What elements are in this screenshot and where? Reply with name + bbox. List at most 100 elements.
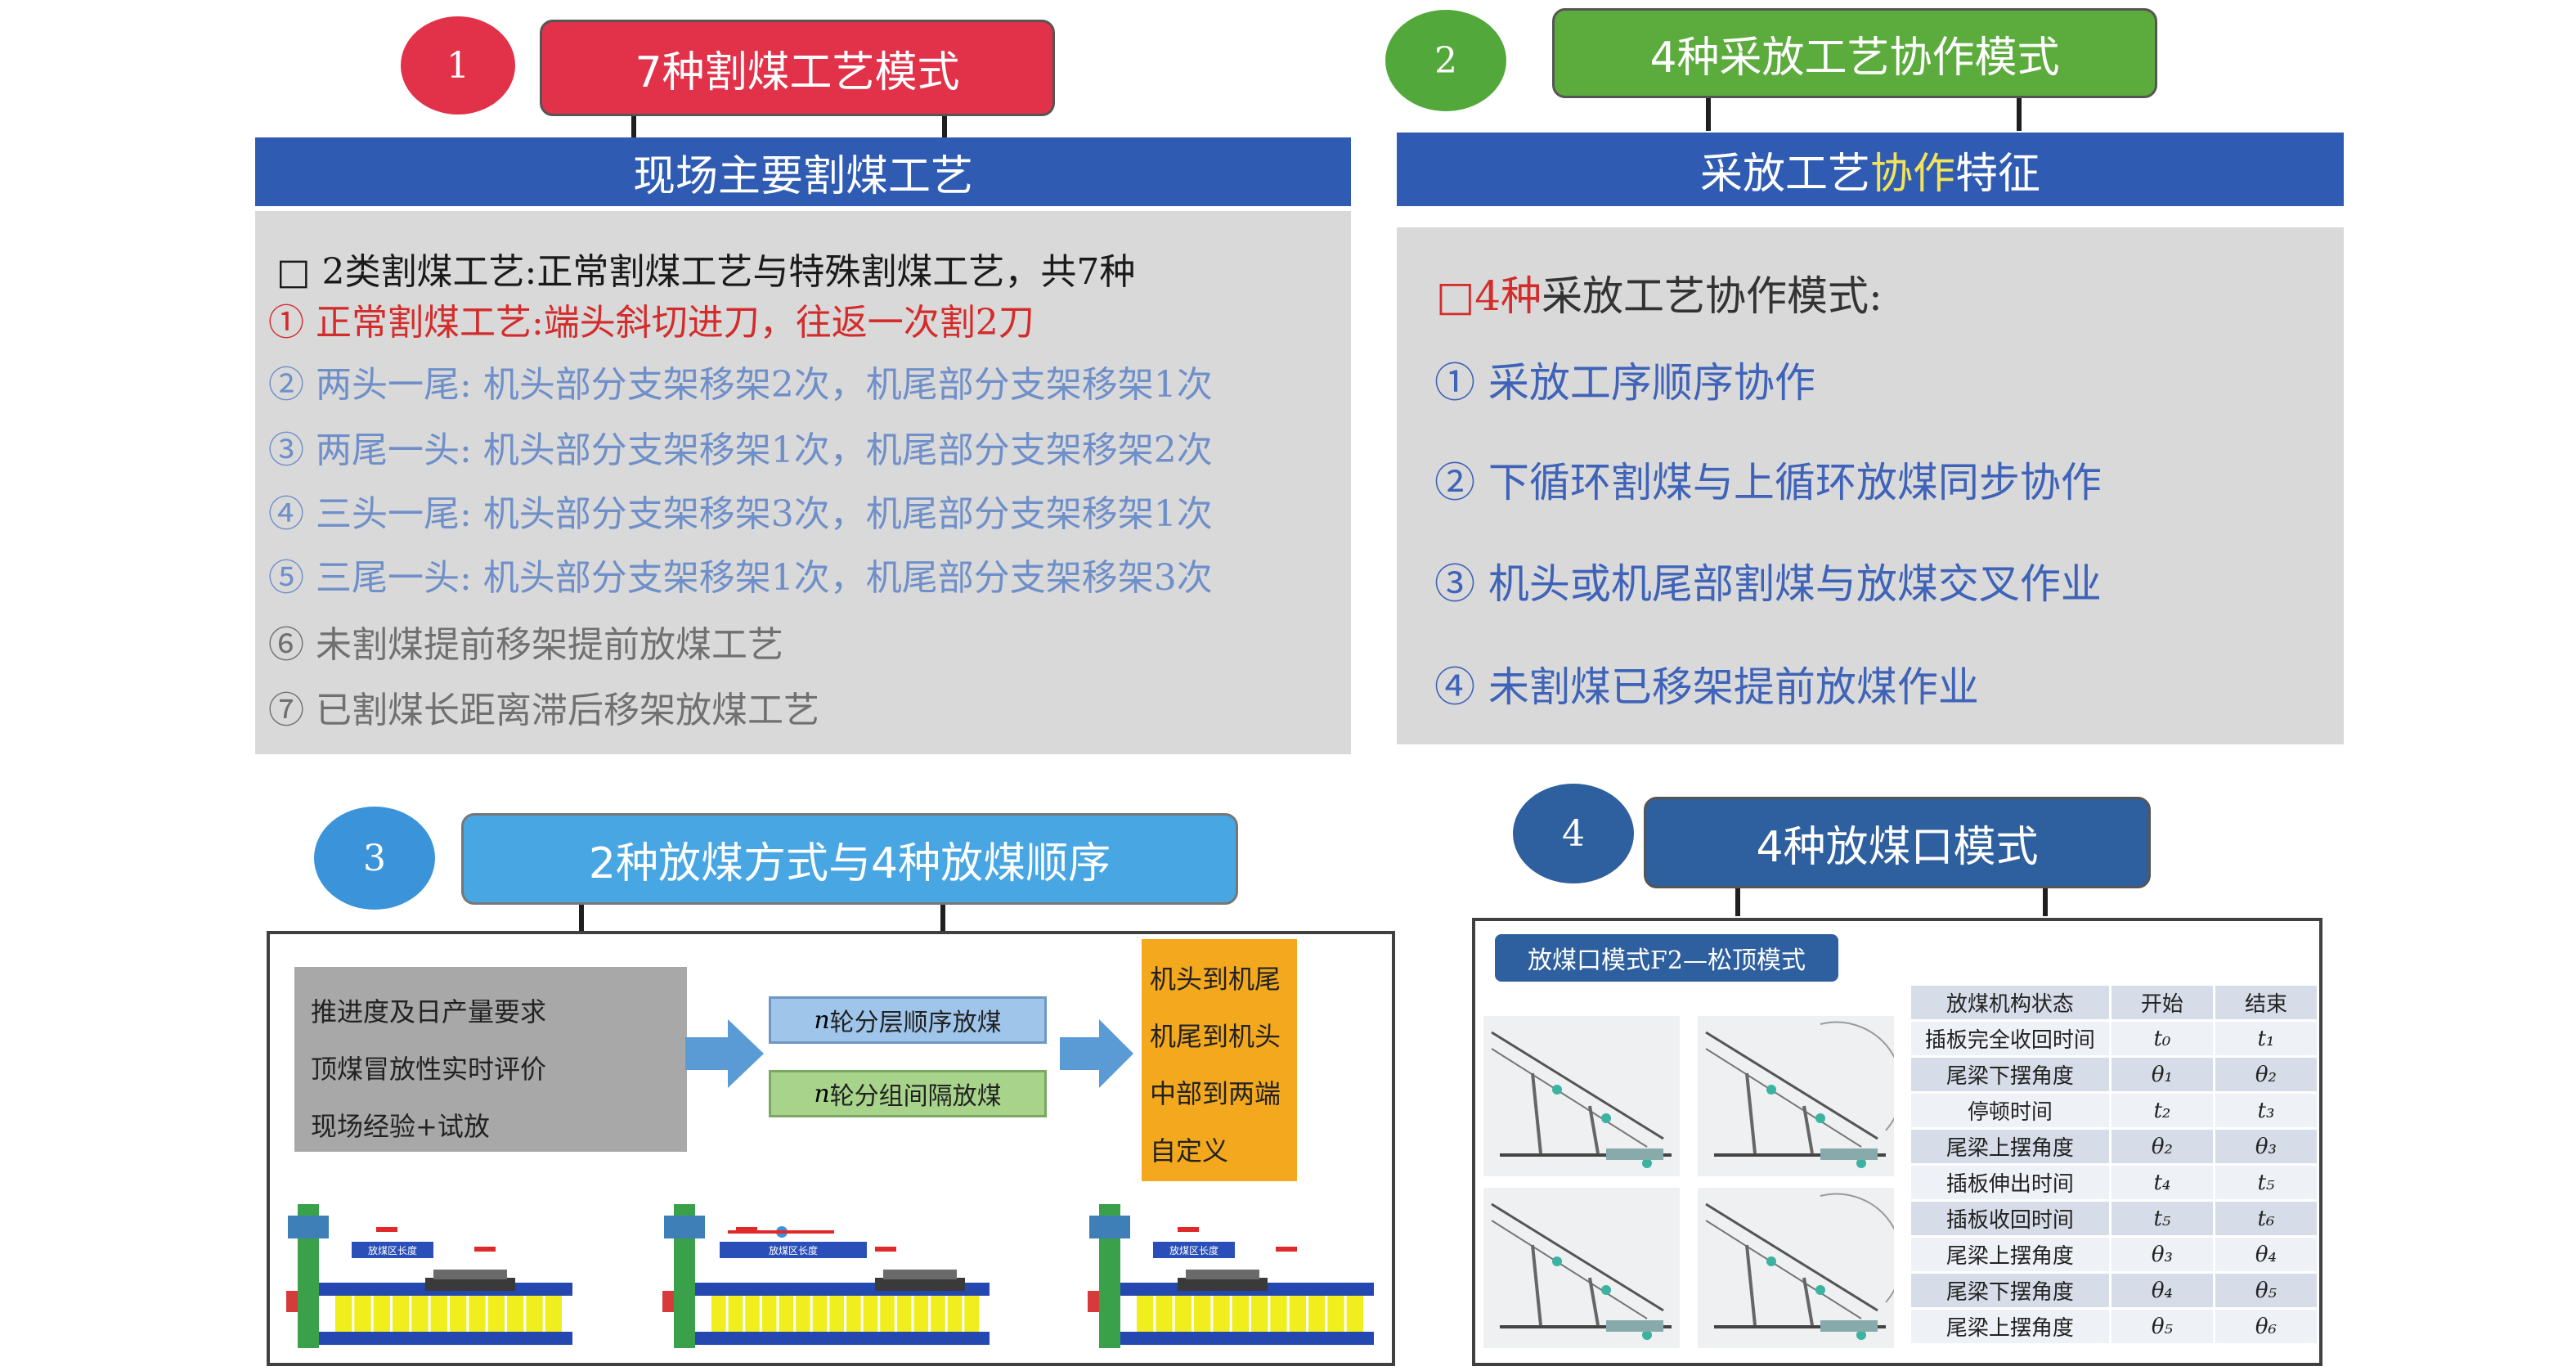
method-n-symbol: n <box>814 1079 830 1108</box>
hydraulic-support <box>526 1296 543 1332</box>
panel4-number-badge: 4 <box>1513 784 1634 883</box>
shearer-body <box>1178 1278 1268 1291</box>
panel1-section-bar: 现场主要割煤工艺 <box>255 137 1351 206</box>
hydraulic-support <box>1308 1296 1326 1332</box>
shearer-body <box>875 1278 965 1291</box>
shearer-top <box>1186 1270 1259 1279</box>
hydraulic-support <box>430 1296 447 1332</box>
table-cell: θ₆ <box>2212 1307 2320 1346</box>
table-cell: 尾梁下摆角度 <box>1909 1271 2112 1310</box>
hydraulic-support <box>829 1296 844 1332</box>
direction-marker <box>376 1227 397 1232</box>
window-length-bar <box>720 1242 867 1258</box>
connector-line <box>1735 888 1740 916</box>
hydraulic-support <box>411 1296 429 1332</box>
table-header-cell: 放煤机构状态 <box>1909 983 2112 1022</box>
shearer-support-illustration: 放煤区长度 <box>1088 1204 1374 1348</box>
hydraulic-support <box>450 1296 467 1332</box>
table-cell: θ₄ <box>2212 1235 2320 1274</box>
table-header-cell: 开始 <box>2108 983 2215 1022</box>
table-header-cell: 结束 <box>2212 983 2320 1022</box>
hydraulic-support <box>1174 1296 1192 1332</box>
direction-marker <box>1178 1227 1199 1232</box>
table-cell: t₅ <box>2212 1163 2320 1202</box>
table-cell: θ₄ <box>2108 1271 2215 1310</box>
panel1-title: 7种割煤工艺模式 <box>540 20 1055 116</box>
connector-line <box>1706 98 1711 131</box>
hydraulic-support <box>964 1296 979 1332</box>
bar-text-suffix: 特征 <box>1955 149 2041 199</box>
method-n-symbol: n <box>814 1005 830 1035</box>
hydraulic-support <box>863 1296 878 1332</box>
heading-text: 采放工艺协作模式: <box>1542 272 1883 320</box>
table-cell: t₁ <box>2212 1019 2320 1058</box>
table-cell: t₂ <box>2108 1091 2215 1130</box>
hydraulic-support <box>1156 1296 1173 1332</box>
connector-line <box>942 116 947 137</box>
table-cell: t₅ <box>2108 1199 2215 1238</box>
table-cell: θ₃ <box>2108 1235 2215 1274</box>
hydraulic-support <box>947 1296 963 1332</box>
hydraulic-support <box>846 1296 861 1332</box>
order-item: 机头到机尾 <box>1150 964 1281 995</box>
direction-line <box>728 1230 834 1234</box>
window-length-bar <box>1153 1242 1235 1258</box>
process-line: ① 正常割煤工艺:端头斜切进刀，往返一次割2刀 <box>268 302 1034 344</box>
support-schematic <box>1483 1016 1680 1176</box>
table-cell: 尾梁上摆角度 <box>1909 1235 2112 1274</box>
panel1-content-box: □ 2类割煤工艺:正常割煤工艺与特殊割煤工艺，共7种 ① 正常割煤工艺:端头斜切进… <box>255 211 1351 754</box>
arrow-right-icon <box>685 1019 764 1088</box>
hydraulic-support <box>931 1296 945 1332</box>
heading-count: 4种 <box>1474 272 1542 320</box>
column-marker <box>286 1291 298 1312</box>
hydraulic-support <box>545 1296 562 1332</box>
panel2-section-bar: 采放工艺协作特征 <box>1397 133 2344 206</box>
table-cell: θ₃ <box>2212 1127 2320 1166</box>
conveyor-rail <box>1120 1332 1374 1345</box>
process-line: □ 2类割煤工艺:正常割煤工艺与特殊割煤工艺，共7种 <box>276 251 1136 293</box>
panel2-heading: □4种采放工艺协作模式: <box>1436 263 1883 322</box>
hydraulic-support <box>711 1296 726 1332</box>
window-length-label: 放煤区长度 <box>1169 1244 1218 1256</box>
process-line: ③ 两尾一头: 机头部分支架移架1次，机尾部分支架移架2次 <box>268 429 1213 471</box>
hydraulic-support <box>1232 1296 1249 1332</box>
table-cell: 插板完全收回时间 <box>1909 1019 2112 1058</box>
order-box: 机头到机尾 机尾到机头 中部到两端 自定义 <box>1142 939 1297 1181</box>
hydraulic-support <box>1327 1296 1344 1332</box>
connector-line <box>940 905 945 933</box>
table-cell: 尾梁上摆角度 <box>1909 1307 2112 1346</box>
hydraulic-support <box>1270 1296 1287 1332</box>
table-cell: 尾梁上摆角度 <box>1909 1127 2112 1166</box>
hydraulic-support <box>1137 1296 1154 1332</box>
heading-box-glyph: □ <box>1436 272 1475 320</box>
shearer-support-illustration: 放煤区长度 <box>662 1204 990 1348</box>
collaboration-mode-item: ④ 未割煤已移架提前放煤作业 <box>1434 663 1979 711</box>
process-line: ⑥ 未割煤提前移架提前放煤工艺 <box>268 624 783 666</box>
table-header-row: 放煤机构状态开始结束 <box>1909 983 2320 1022</box>
panel1-number-badge: 1 <box>401 16 515 115</box>
hydraulic-support <box>507 1296 524 1332</box>
shearer-top <box>433 1270 507 1279</box>
column-cap <box>1089 1216 1130 1238</box>
requirement-item: 推进度及日产量要求 <box>311 996 547 1027</box>
shearer-top <box>883 1270 957 1279</box>
table-cell: 插板收回时间 <box>1909 1199 2112 1238</box>
table-cell: θ₁ <box>2108 1055 2215 1094</box>
hydraulic-support <box>335 1296 352 1332</box>
requirements-box: 推进度及日产量要求 顶煤冒放性实时评价 现场经验+试放 <box>294 967 687 1152</box>
shearer-support-illustration: 放煤区长度 <box>286 1204 572 1348</box>
hydraulic-support <box>796 1296 810 1332</box>
hydraulic-support <box>913 1296 929 1332</box>
window-length-label: 放煤区长度 <box>769 1244 818 1256</box>
panel4-title: 4种放煤口模式 <box>1644 797 2151 888</box>
